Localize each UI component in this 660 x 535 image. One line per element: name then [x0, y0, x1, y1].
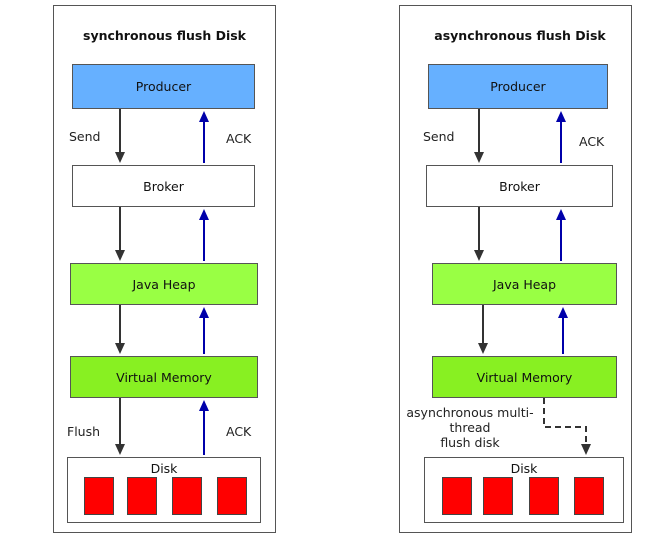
disk-block: [529, 477, 559, 515]
async-send-label: Send: [423, 129, 455, 144]
sync-ack-bottom-label: ACK: [226, 424, 252, 439]
async-note-line1: asynchronous multi-: [406, 405, 534, 420]
async-note-line2: thread: [449, 420, 491, 435]
sync-ack-top-label: ACK: [226, 131, 252, 146]
disk-block: [574, 477, 604, 515]
async-panel-title: asynchronous flush Disk: [434, 28, 606, 43]
sync-broker-box: Broker: [72, 165, 255, 207]
disk-block: [217, 477, 247, 515]
disk-block: [127, 477, 157, 515]
sync-disk-label: Disk: [150, 461, 178, 476]
sync-producer-box: Producer: [72, 64, 255, 109]
sync-java-heap-box: Java Heap: [70, 263, 258, 305]
async-virtual-memory-box: Virtual Memory: [432, 356, 617, 398]
sync-virtual-memory-box: Virtual Memory: [70, 356, 258, 398]
async-java-heap-box: Java Heap: [432, 263, 617, 305]
sync-send-label: Send: [69, 129, 101, 144]
async-note-label: asynchronous multi- thread flush disk: [405, 405, 535, 450]
disk-block: [442, 477, 472, 515]
async-producer-box: Producer: [428, 64, 608, 109]
sync-disk-box: Disk: [67, 457, 261, 523]
async-disk-label: Disk: [510, 461, 538, 476]
sync-flush-label: Flush: [67, 424, 101, 439]
async-disk-box: Disk: [424, 457, 624, 523]
async-note-line3: flush disk: [440, 435, 500, 450]
async-ack-top-label: ACK: [579, 134, 605, 149]
sync-panel-title: synchronous flush Disk: [83, 28, 246, 43]
disk-block: [483, 477, 513, 515]
disk-block: [172, 477, 202, 515]
async-broker-box: Broker: [426, 165, 613, 207]
disk-block: [84, 477, 114, 515]
